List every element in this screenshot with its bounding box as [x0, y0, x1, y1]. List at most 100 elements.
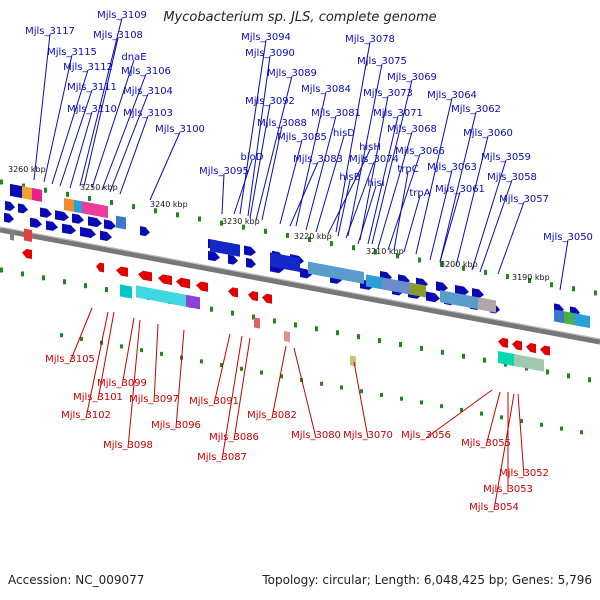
feature-block [382, 277, 412, 295]
tick-mark [320, 381, 323, 386]
bottom-gene-label-leader [127, 319, 141, 449]
top-gene-label: Mjls_3060 [463, 128, 513, 139]
map-title: Mycobacterium sp. JLS, complete genome [163, 10, 437, 25]
reverse-gene-arrow [176, 277, 190, 289]
backbone-highlight [0, 226, 600, 340]
top-gene-label: Mjls_3103 [123, 108, 173, 119]
top-gene-label-leader [119, 115, 149, 195]
reverse-gene-arrow [248, 291, 258, 302]
forward-gene-arrow [455, 284, 469, 296]
tick-mark [200, 359, 203, 364]
tick-mark [440, 404, 443, 409]
top-gene-label: Mjls_3063 [427, 162, 477, 173]
tick-mark [154, 208, 157, 214]
bottom-gene-label: Mjls_3056 [401, 430, 451, 441]
top-gene-label-leader [239, 39, 267, 215]
tick-mark [260, 370, 263, 375]
top-gene-label: trpC [397, 164, 418, 175]
top-gene-label: Mjls_3094 [241, 32, 291, 43]
bottom-gene-label-leader [85, 311, 109, 419]
bottom-gene-label-leader [121, 317, 135, 387]
bottom-gene-label: Mjls_3080 [291, 430, 341, 441]
tick-mark [336, 330, 339, 336]
forward-gene-arrow [300, 268, 312, 279]
top-gene-label-leader [59, 89, 93, 187]
reverse-gene-arrow [262, 293, 272, 304]
reverse-gene-arrow [196, 281, 208, 292]
kbp-label: 3240 kbp [150, 200, 188, 209]
forward-gene-arrow [228, 254, 238, 265]
top-gene-label: Mjls_3100 [155, 124, 205, 135]
top-gene-label-leader [429, 169, 453, 261]
tick-mark [588, 377, 591, 383]
tick-mark [44, 187, 47, 193]
top-gene-label-leader [91, 59, 135, 189]
top-gene-label-leader [43, 54, 73, 183]
top-gene-label-leader [415, 97, 453, 255]
tick-mark [399, 341, 402, 347]
tick-mark [594, 290, 597, 296]
top-gene-label: Mjls_3050 [543, 232, 593, 243]
top-gene-label-leader [247, 55, 271, 217]
tick-mark [242, 224, 245, 230]
top-gene-label: hisH [359, 142, 381, 153]
top-gene-label-leader [249, 103, 271, 219]
feature-block [270, 252, 300, 273]
top-gene-label-leader [83, 37, 119, 187]
bottom-gene-label: Mjls_3101 [73, 392, 123, 403]
feature-block [478, 297, 496, 313]
bottom-gene-label: Mjls_3086 [209, 432, 259, 443]
feature-block [574, 313, 590, 329]
tick-mark [105, 287, 108, 293]
top-gene-label-leader [261, 125, 283, 221]
top-gene-label: Mjls_3112 [63, 62, 113, 73]
feature-block [32, 187, 42, 202]
feature-block [120, 284, 132, 299]
reverse-gene-arrow [512, 340, 522, 351]
feature-block [82, 201, 108, 219]
top-gene-label-leader [295, 91, 327, 227]
top-gene-label-leader [497, 201, 525, 275]
top-gene-label: Mjls_3058 [487, 172, 537, 183]
tick-mark [462, 353, 465, 359]
tick-mark [66, 191, 69, 197]
top-gene-label-leader [149, 131, 181, 201]
bottom-gene-label: Mjls_3099 [97, 378, 147, 389]
reverse-gene-arrow [138, 270, 152, 282]
tick-mark [308, 237, 311, 243]
tick-mark [357, 334, 360, 340]
reverse-gene-arrow [540, 345, 550, 356]
tick-mark [110, 200, 113, 206]
bottom-gene-label-leader [69, 307, 93, 363]
bottom-gene-label-leader [97, 311, 115, 401]
top-gene-label: Mjls_3089 [267, 68, 317, 79]
forward-gene-arrow [18, 203, 28, 214]
tick-mark [440, 261, 443, 267]
tick-mark [0, 267, 3, 273]
bottom-gene-label-leader [233, 337, 251, 441]
tick-mark [550, 282, 553, 288]
tick-mark [462, 265, 465, 271]
forward-gene-arrow [246, 257, 256, 268]
top-gene-label-leader [403, 195, 421, 253]
forward-gene-arrow [55, 210, 69, 221]
tick-mark [294, 322, 297, 328]
bottom-gene-label: Mjls_3053 [483, 484, 533, 495]
bottom-gene-label-leader [271, 345, 287, 419]
top-gene-label: Mjls_3111 [67, 82, 117, 93]
top-gene-label-leader [221, 173, 225, 215]
forward-gene-arrow [426, 291, 440, 303]
tick-mark [220, 220, 223, 226]
top-gene-label-leader [255, 75, 293, 221]
tick-mark [160, 351, 163, 356]
tick-mark [60, 333, 63, 338]
top-gene-label: Mjls_3084 [301, 84, 351, 95]
bottom-gene-label: Mjls_3098 [103, 440, 153, 451]
feature-block [136, 285, 186, 307]
bottom-gene-label-leader [493, 393, 515, 511]
tick-mark [360, 389, 363, 394]
feature-block [350, 355, 356, 367]
tick-mark [286, 232, 289, 238]
feature-block [10, 229, 14, 241]
tick-mark [560, 426, 563, 431]
